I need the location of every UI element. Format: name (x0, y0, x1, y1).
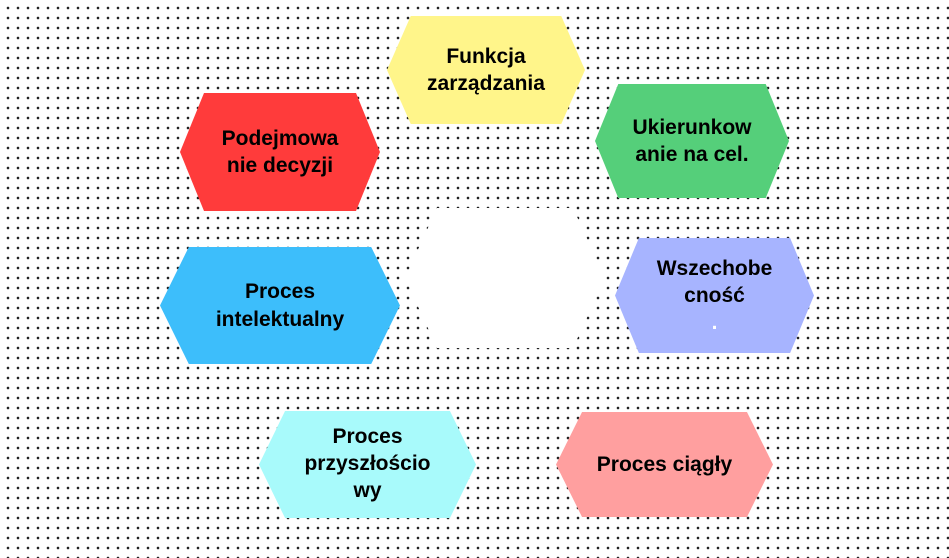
hexagon-label-line: Proces ciągły (596, 452, 733, 476)
hexagon-label-line: Wszechobe (656, 256, 773, 280)
hexagon-label-line: przyszłościo (304, 452, 431, 476)
hexagon-ukierunkowanie-na-cel: Ukierunkow anie na cel. (595, 84, 789, 198)
hexagon-wszechobecnosc: Wszechobe cność. (615, 238, 814, 353)
trailing-period: . (711, 311, 718, 335)
hexagon-proces-intelektualny: Proces intelektualny (160, 247, 400, 364)
hexagon-label-line: intelektualny (215, 307, 345, 331)
hexagon-label-line: Podejmowa (221, 126, 339, 150)
hexagon-label-line: anie na cel. (635, 143, 749, 166)
hexagon-label-line: cność. (657, 282, 773, 337)
hexagon-label-line: wy (353, 478, 382, 502)
hexagon-label-line: nie decyzji (226, 154, 334, 177)
hexagon-label-line: Funkcja (446, 44, 526, 68)
hexagon-label-line: Proces (332, 425, 403, 449)
hexagon-label-line: Ukierunkow (632, 115, 752, 139)
hexagon-proces-ciagly: Proces ciągły (556, 412, 773, 517)
hexagon-funkcja-zarzadzania: Funkcja zarządzania (387, 16, 585, 124)
center-hexagon (405, 208, 605, 348)
hexagon-proces-przyszlosciowy: Proces przyszłościo wy (259, 411, 476, 518)
hexagon-podejmowanie-decyzji: Podejmowa nie decyzji (180, 93, 380, 211)
hexagon-label-text: cność (684, 283, 745, 307)
hexagon-label-line: Proces (244, 280, 316, 304)
hexagon-label-line: zarządzania (427, 72, 545, 95)
